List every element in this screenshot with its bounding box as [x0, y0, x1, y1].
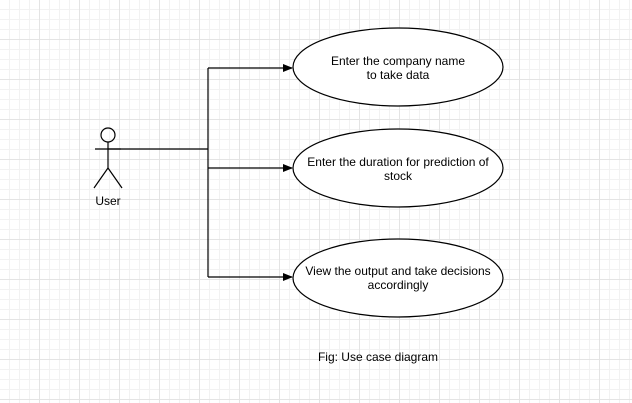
actor-left-leg [93, 167, 109, 189]
use-case-label-2: Enter the duration for prediction of sto… [307, 155, 489, 183]
use-case-ellipse-3[interactable] [292, 238, 504, 318]
actor-label: User [95, 194, 121, 208]
actor-head [100, 127, 116, 143]
use-case-label-3: View the output and take decisions accor… [305, 264, 491, 292]
use-case-ellipse-2[interactable] [292, 128, 504, 208]
use-case-ellipse-1[interactable] [292, 27, 504, 107]
figure-caption: Fig: Use case diagram [317, 350, 439, 364]
actor-right-leg [107, 167, 123, 189]
connectors [108, 64, 293, 281]
use-case-label-1: Enter the company name to take data [330, 54, 466, 82]
actor-user-figure[interactable] [93, 127, 123, 189]
